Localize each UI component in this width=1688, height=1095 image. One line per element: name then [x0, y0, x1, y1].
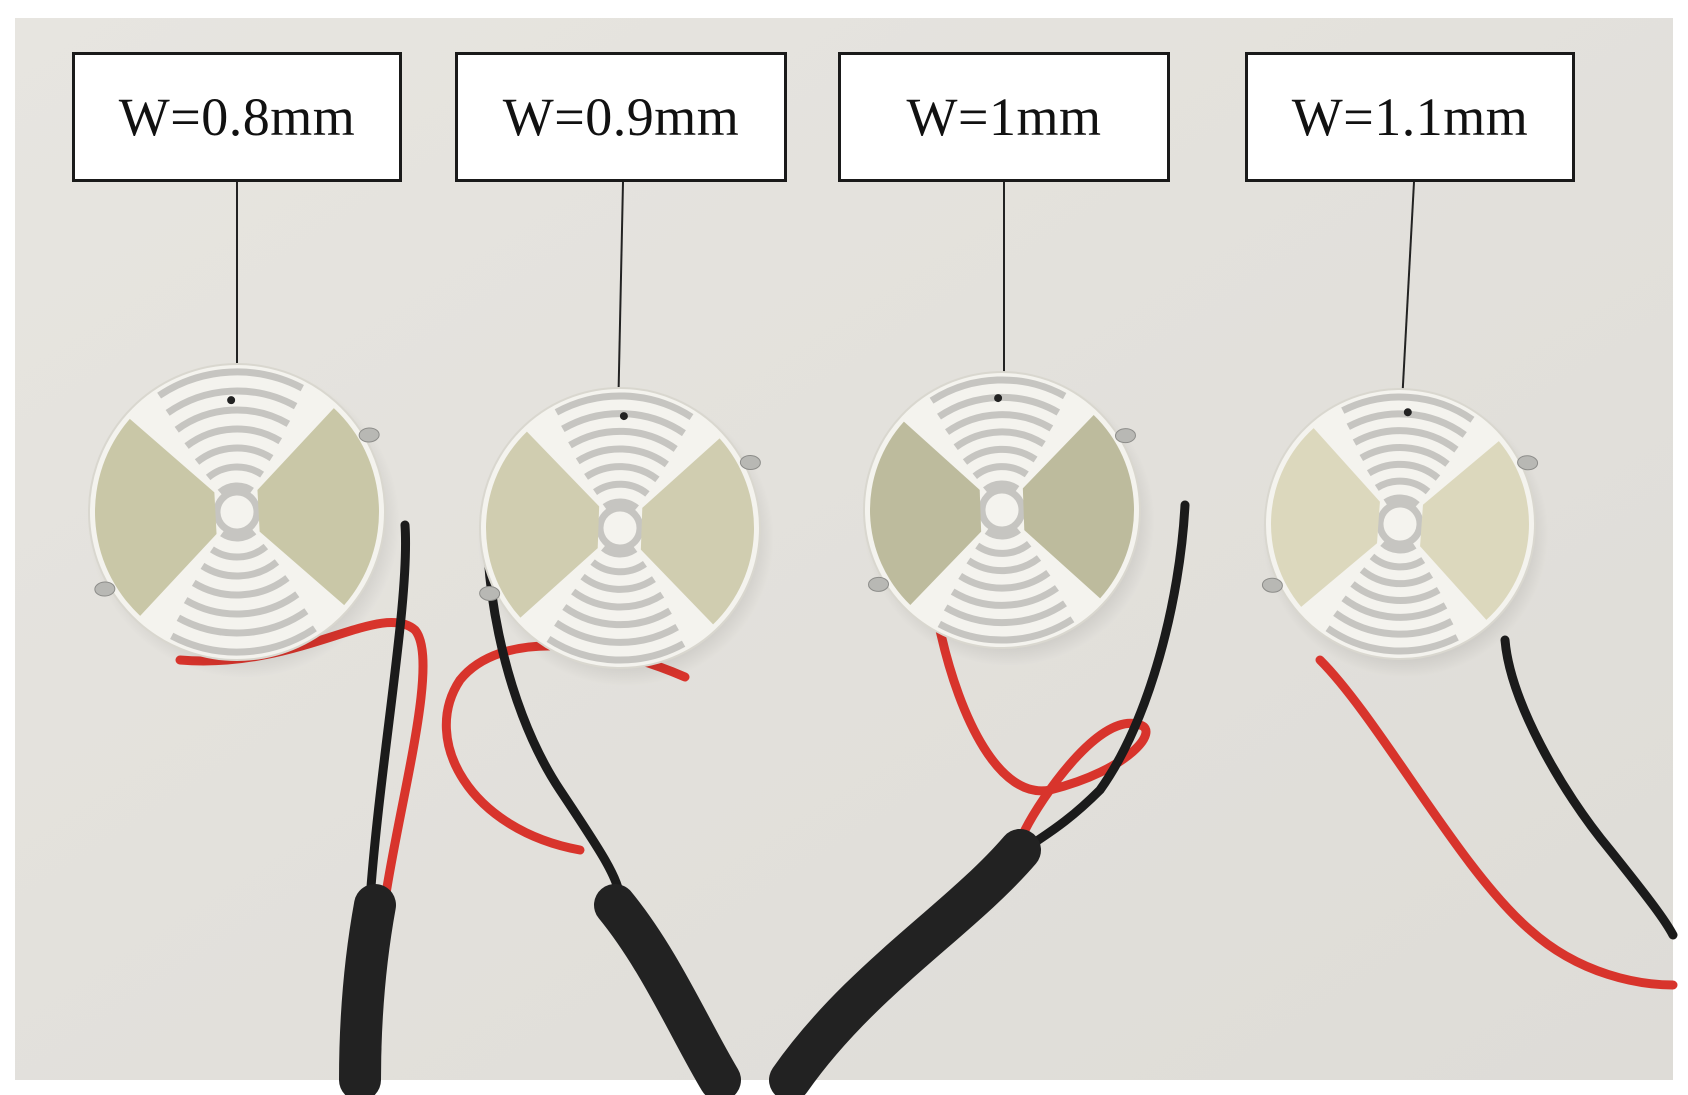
electrode-arcs	[1325, 393, 1475, 655]
electrode-arc-top	[593, 480, 650, 497]
electrode-arc-top	[1383, 494, 1420, 508]
electrode-arc-bottom	[1380, 540, 1417, 554]
electrode-arc-bottom	[562, 604, 672, 629]
electrode-pad-left	[870, 421, 982, 605]
electrode-arc-bottom	[601, 545, 638, 558]
electrode-arc-bottom	[943, 600, 1067, 627]
leader-dot	[619, 412, 628, 421]
solder-joint-right	[358, 427, 380, 443]
electrode-arc-top	[184, 425, 283, 449]
center-ring	[213, 488, 261, 536]
label-width-1mm: W=1mm	[838, 52, 1170, 182]
electrode-arc-bottom	[1369, 553, 1426, 571]
black-sheath-2	[594, 884, 741, 1095]
electrode-arcs	[157, 368, 317, 656]
label-width-0-8mm: W=0.8mm	[72, 52, 402, 182]
solder-joint-left	[94, 581, 116, 597]
electrode-arc-bottom	[170, 625, 317, 656]
center-ring	[1376, 500, 1424, 548]
electrode-arc-bottom	[191, 575, 290, 599]
electrode-arc-top	[962, 445, 1038, 465]
electrode-arc-top	[584, 463, 660, 483]
electrode-arc-bottom	[546, 636, 686, 664]
electrode-pad-left	[95, 418, 217, 616]
electrode-arc-top	[953, 428, 1046, 451]
electrode-arc-top	[1352, 427, 1459, 453]
electrode-pad-right	[1022, 415, 1134, 599]
electrode-arc-bottom	[1359, 567, 1434, 588]
center-ring	[596, 504, 644, 552]
electrode-arc-top	[217, 482, 254, 496]
electrode-arc-bottom	[183, 591, 300, 618]
solder-joint-left	[479, 585, 501, 601]
electrode-pad-left	[486, 431, 600, 618]
electrode-arc-top	[602, 498, 639, 511]
electrode-arcs	[546, 392, 694, 664]
electrode-arcs	[929, 376, 1075, 644]
black-sheath-1	[339, 884, 396, 1095]
electrode-arc-top	[194, 444, 274, 465]
solder-joint-left	[868, 576, 890, 592]
leader-dot	[227, 396, 236, 405]
electrode-arc-bottom	[950, 585, 1059, 609]
electrode-arc-top	[945, 411, 1054, 435]
black-wire-3	[1020, 500, 1190, 855]
electrode-arc-top	[1359, 444, 1450, 467]
electrode-arc-top	[554, 392, 694, 420]
electrode-arc-bottom	[176, 608, 309, 637]
sensor-disc-3	[862, 371, 1155, 666]
solder-joint-left	[1261, 577, 1283, 593]
electrode-arc-bottom	[1325, 625, 1459, 655]
electrode-pad-left	[1271, 428, 1380, 607]
electrode-arc-bottom	[571, 588, 665, 611]
electrode-arc-top	[575, 445, 669, 468]
leader-dot	[1403, 408, 1412, 417]
electrode-arc-top	[165, 387, 298, 416]
electrode-arc-bottom	[937, 616, 1075, 644]
electrode-arc-bottom	[220, 528, 257, 542]
label-width-0-9mm: W=0.9mm	[455, 52, 787, 182]
leader-line-2	[617, 181, 624, 419]
electrode-pad-right	[1420, 441, 1529, 620]
electrode-arc-top	[568, 427, 678, 452]
electrode-arc-top	[1341, 393, 1475, 423]
electrode-arc-bottom	[966, 555, 1042, 575]
sensor-disc-1	[87, 363, 400, 678]
sensor-group	[87, 363, 1549, 687]
center-ring	[978, 486, 1026, 534]
leader-dot	[994, 394, 1003, 403]
electrode-arc-top	[972, 463, 1029, 480]
sensor-disc-2	[477, 387, 774, 687]
electrode-arc-top	[983, 480, 1020, 493]
electrode-arc-bottom	[209, 543, 269, 561]
electrode-arc-bottom	[1350, 581, 1441, 604]
electrode-pad-right	[257, 408, 379, 606]
solder-joint-right	[1517, 455, 1539, 471]
electrode-arc-bottom	[1341, 595, 1448, 621]
electrode-arc-bottom	[580, 573, 656, 593]
black-sheath-3	[769, 829, 1041, 1095]
solder-joint-right	[739, 455, 761, 471]
solder-joint-right	[1114, 428, 1136, 444]
black-wire-1	[365, 520, 411, 905]
electrode-arc-bottom	[1333, 610, 1454, 638]
red-wire-4	[1315, 655, 1678, 990]
label-width-1-1mm: W=1.1mm	[1245, 52, 1575, 182]
electrode-arc-top	[157, 368, 304, 399]
electrode-arc-bottom	[975, 540, 1032, 557]
electrode-pad-right	[640, 438, 754, 625]
electrode-arc-top	[1374, 477, 1431, 495]
electrode-arc-bottom	[554, 619, 679, 646]
electrode-arc-bottom	[984, 527, 1021, 540]
electrode-arc-bottom	[200, 559, 280, 580]
electrode-arc-top	[174, 406, 291, 433]
electrode-arc-top	[1366, 460, 1441, 481]
electrode-arc-top	[205, 463, 265, 481]
electrode-arc-top	[929, 376, 1067, 404]
sensor-disc-4	[1261, 388, 1549, 678]
black-wire-4	[1500, 635, 1678, 940]
electrode-arc-bottom	[590, 559, 647, 576]
electrode-arc-bottom	[958, 569, 1051, 592]
